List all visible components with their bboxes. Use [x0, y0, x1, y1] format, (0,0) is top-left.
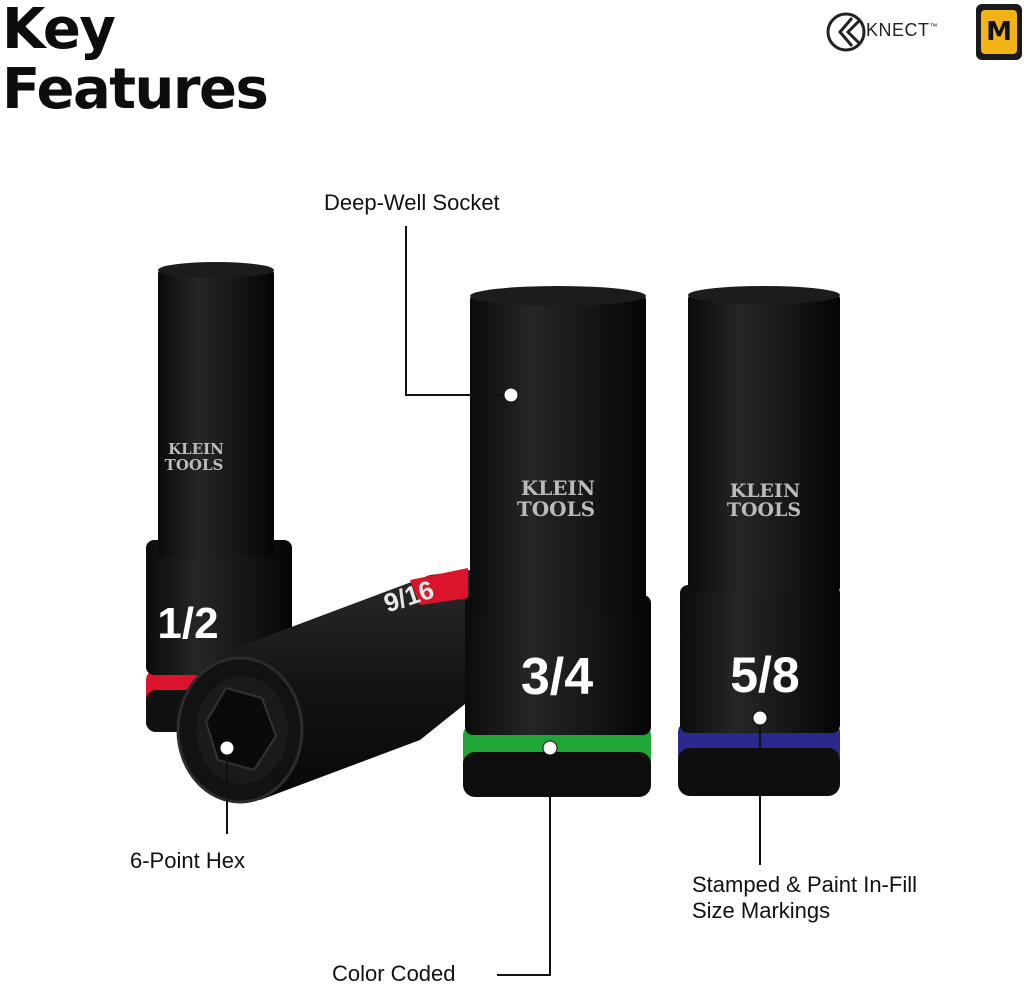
page-title: Key Features — [2, 0, 269, 122]
callout-dots — [219, 387, 768, 756]
color-coded-leader — [497, 752, 551, 976]
deep-well-dot — [503, 387, 519, 403]
socket-lying-9-16: 9/16 — [176, 568, 470, 804]
socket-5-8: KLEIN TOOLS 5/8 — [678, 286, 840, 796]
title-line-2: Features — [2, 57, 269, 122]
socket-1-brand-1: KLEIN — [168, 440, 224, 458]
socket-1-size: 1/2 — [157, 599, 218, 648]
knect-logo-icon — [826, 12, 866, 52]
deep-well-leader — [405, 226, 506, 396]
socket-2-brand-1: KLEIN — [521, 476, 595, 500]
socket-2-size: 3/4 — [521, 648, 593, 706]
knect-wordmark: KNECT™ — [866, 20, 939, 40]
socket-3-brand-1: KLEIN — [730, 480, 801, 502]
color-coded-dot — [542, 740, 558, 756]
brand-logos: KNECT™ M — [824, 2, 1024, 62]
socket-3-size: 5/8 — [730, 647, 800, 703]
socket-lying-red-ring — [410, 568, 468, 605]
callout-6-point-hex: 6-Point Hex — [130, 848, 245, 873]
socket-3-4: KLEIN TOOLS 3/4 — [463, 286, 651, 797]
socket-1-brand-2: TOOLS — [165, 456, 224, 474]
callout-color-coded: Color Coded — [332, 961, 456, 986]
socket-2-brand-2: TOOLS — [517, 497, 595, 521]
m-badge-label: M — [981, 10, 1017, 54]
m-badge-icon: M — [976, 4, 1022, 60]
callout-deep-well-socket: Deep-Well Socket — [324, 190, 500, 215]
callout-size-markings: Stamped & Paint In-Fill Size Markings — [692, 872, 917, 924]
title-line-1: Key — [2, 0, 116, 62]
markings-dot — [752, 710, 768, 726]
callout-lines — [226, 226, 761, 976]
callout-size-markings-line-2: Size Markings — [692, 898, 831, 923]
hex-dot — [219, 740, 235, 756]
socket-3-brand-2: TOOLS — [727, 499, 801, 521]
callout-size-markings-line-1: Stamped & Paint In-Fill — [692, 872, 917, 897]
